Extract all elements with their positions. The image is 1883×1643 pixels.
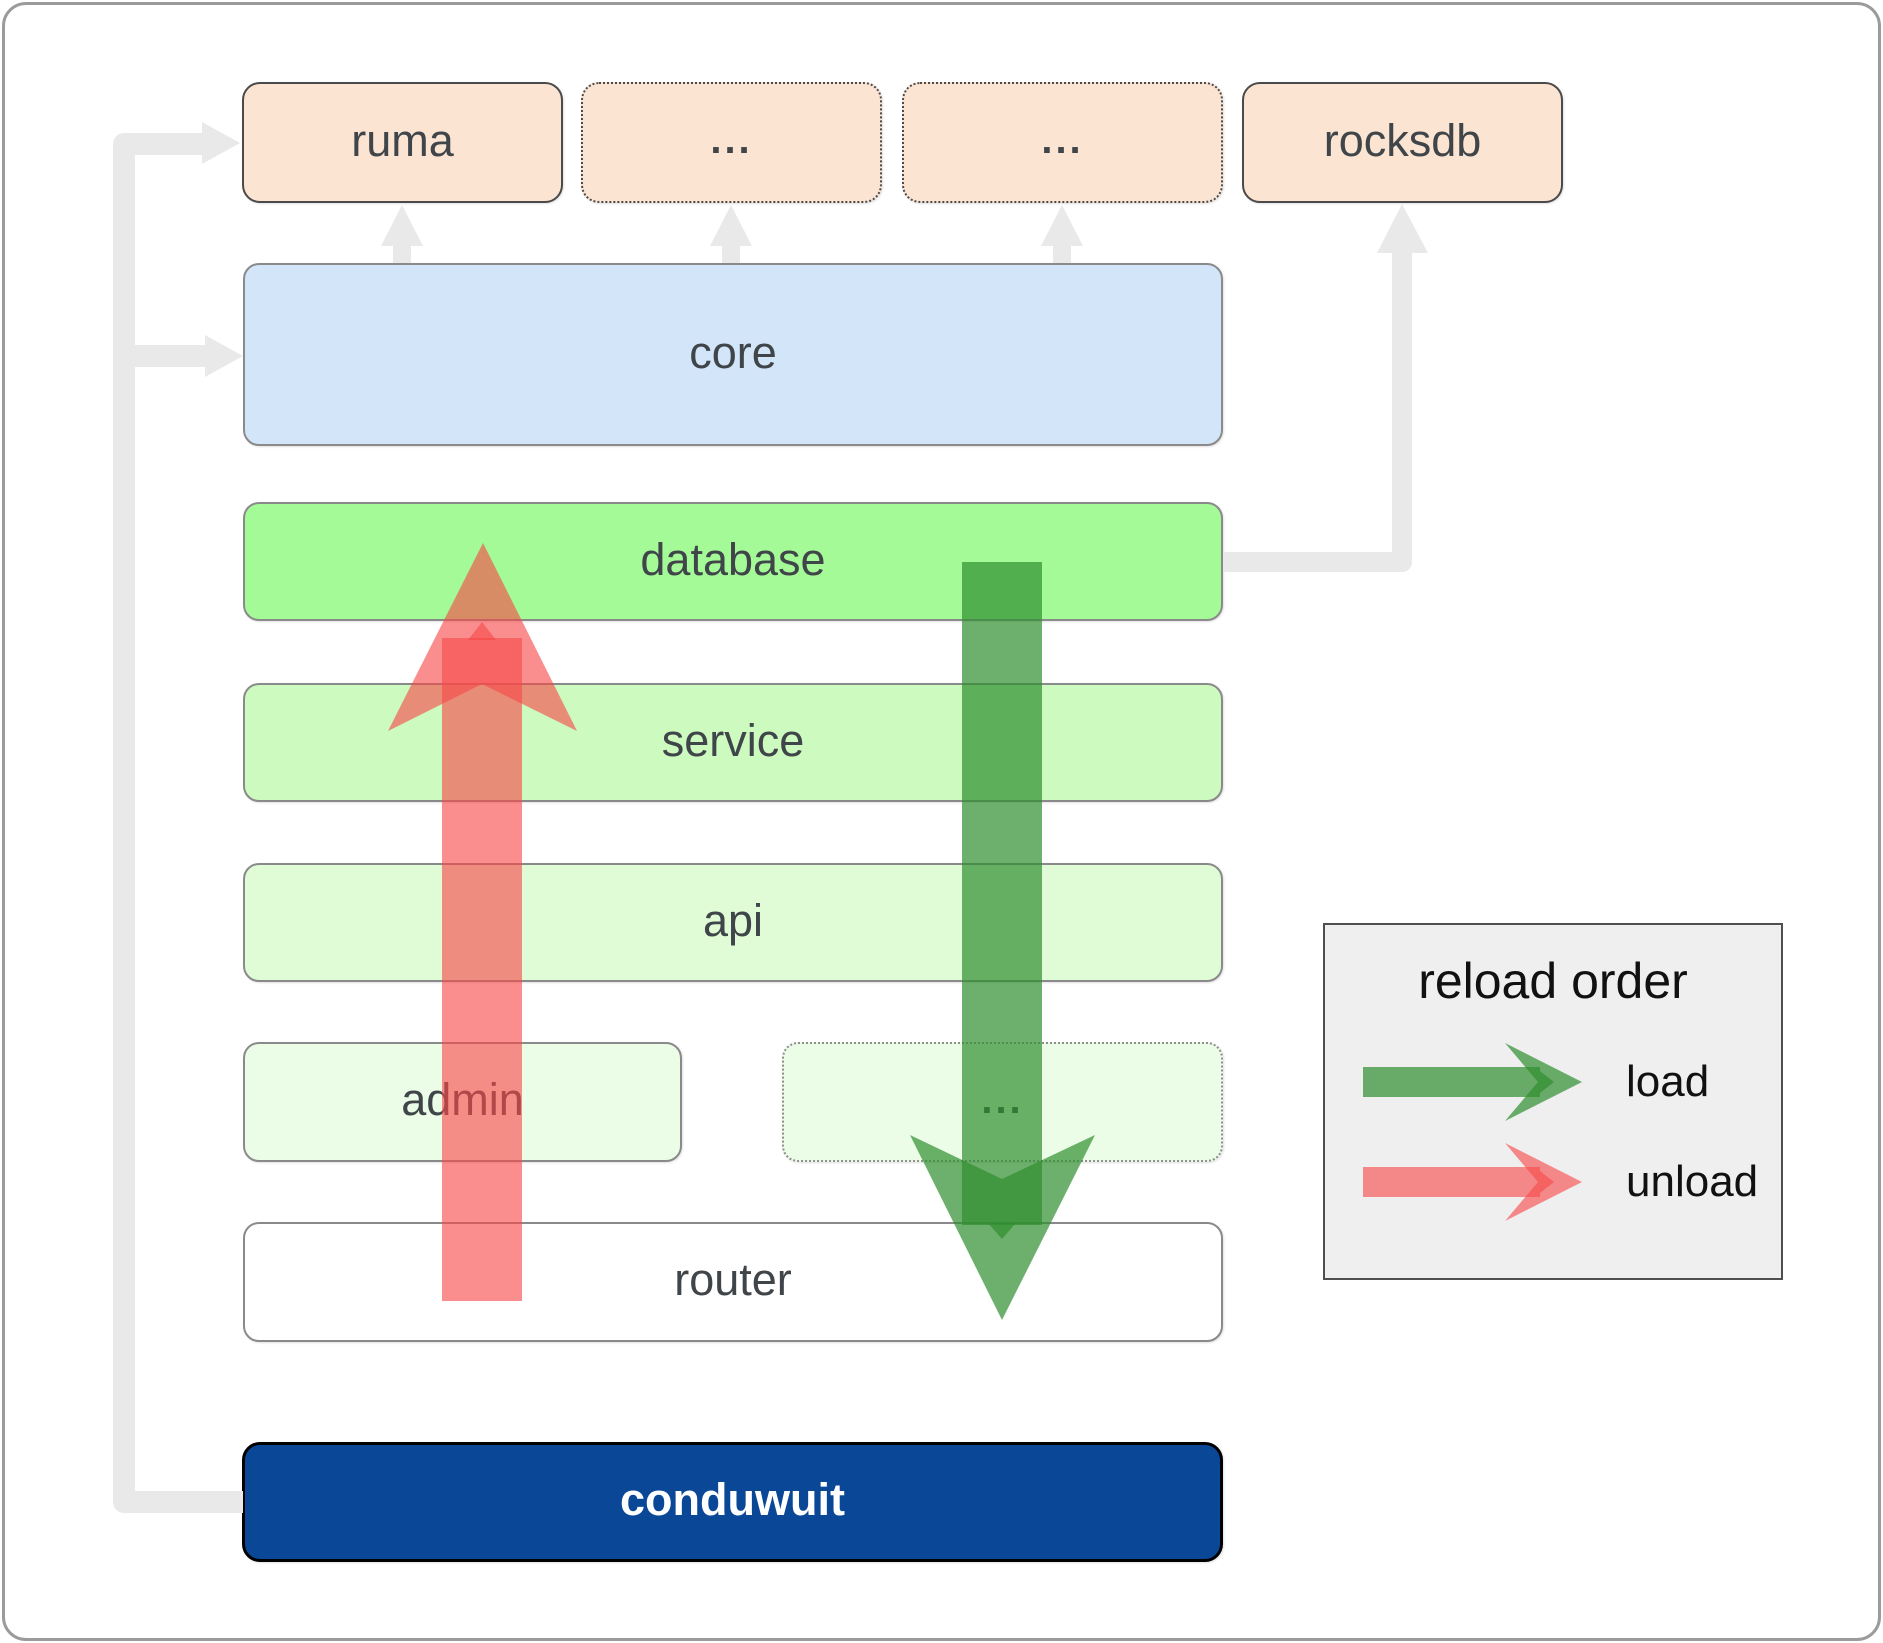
node-core: core bbox=[243, 263, 1223, 446]
node-conduwuit-label: conduwuit bbox=[620, 1474, 845, 1525]
node-deps-ellipsis-1-label: ... bbox=[710, 118, 753, 162]
node-api-label: api bbox=[702, 894, 764, 946]
node-conduwuit: conduwuit bbox=[242, 1442, 1223, 1562]
node-database-label: database bbox=[640, 533, 826, 585]
node-ruma: ruma bbox=[242, 82, 563, 203]
node-router-label: router bbox=[674, 1254, 792, 1305]
node-deps-ellipsis-2: ... bbox=[902, 82, 1223, 203]
node-database: database bbox=[243, 502, 1223, 621]
node-services-ellipsis-label: ... bbox=[981, 1077, 1024, 1122]
node-router: router bbox=[243, 1222, 1223, 1342]
node-deps-ellipsis-2-label: ... bbox=[1041, 118, 1084, 162]
node-deps-ellipsis-1: ... bbox=[581, 82, 882, 203]
node-ruma-label: ruma bbox=[351, 114, 454, 166]
node-services-ellipsis: ... bbox=[782, 1042, 1223, 1162]
node-service-label: service bbox=[661, 714, 805, 766]
legend-title: reload order bbox=[1418, 953, 1688, 1009]
node-admin: admin bbox=[243, 1042, 682, 1162]
legend-unload-label: unload bbox=[1626, 1157, 1759, 1206]
node-service: service bbox=[243, 683, 1223, 802]
legend-load-label: load bbox=[1626, 1057, 1710, 1106]
node-admin-label: admin bbox=[401, 1074, 524, 1125]
node-api: api bbox=[243, 863, 1223, 982]
node-core-label: core bbox=[689, 326, 777, 378]
node-rocksdb: rocksdb bbox=[1242, 82, 1563, 203]
node-rocksdb-label: rocksdb bbox=[1323, 114, 1482, 166]
